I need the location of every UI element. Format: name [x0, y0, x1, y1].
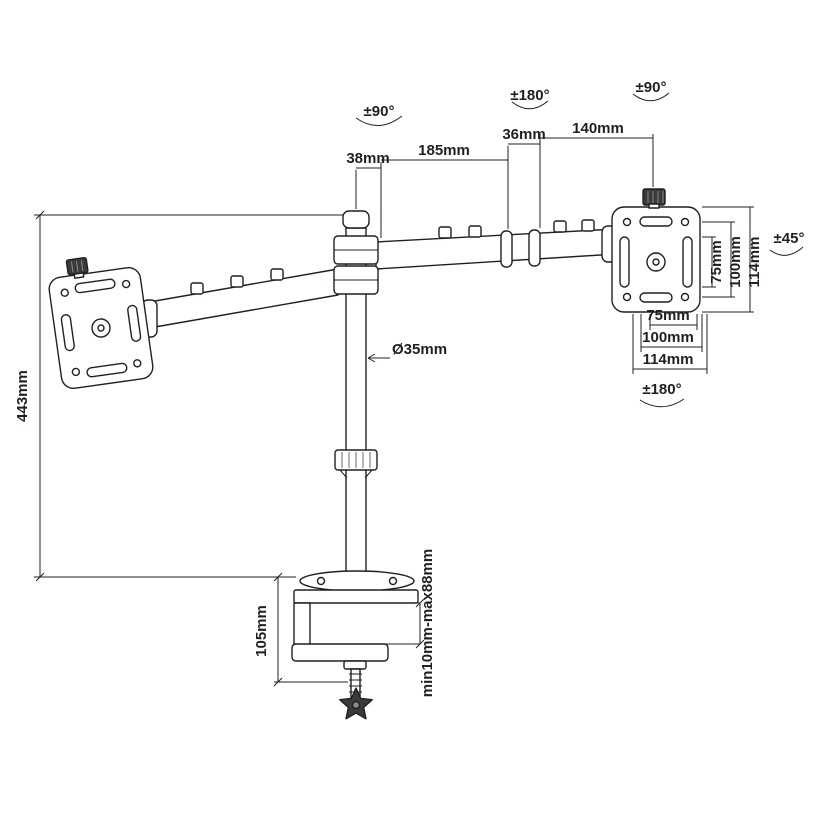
right-arm-cable-clip — [581, 219, 595, 232]
clamp-screw-collar — [343, 660, 367, 670]
dim-443-tick-top — [35, 210, 45, 220]
desk-clamp — [291, 570, 419, 720]
arm-rotation-label: ±180° — [510, 87, 549, 104]
left-arm — [141, 268, 339, 338]
plate-center-hole — [97, 324, 105, 332]
labels: ±90° ±180° ±90° 38mm 185mm 36mm 140mm 44… — [14, 79, 804, 697]
left-arm-cable-clip — [190, 282, 204, 295]
right-arm-cable-clip — [438, 226, 452, 239]
plate-slot-horizontal — [86, 362, 128, 378]
dimension-lines — [34, 92, 804, 687]
disc-bolt — [316, 576, 326, 586]
dim-h114-line — [632, 314, 708, 374]
plate-rotation-arc — [639, 398, 685, 408]
knob-knurl — [647, 191, 664, 203]
dim-443mm-label: 443mm — [14, 370, 31, 422]
plate-slot-vertical — [60, 314, 75, 352]
left-arm-cable-clip — [270, 268, 284, 281]
center-pole — [333, 210, 379, 579]
dim-dia35-leader — [367, 353, 390, 363]
pole-rotation-arc — [355, 115, 403, 126]
dim-v100-line — [702, 221, 735, 298]
dim-v114-line — [702, 206, 754, 313]
right-arm-bar — [375, 228, 617, 270]
plate-corner-hole — [133, 359, 142, 368]
plate-slot-horizontal — [74, 278, 116, 294]
star-knob-center — [351, 700, 361, 710]
pole-rotation-label: ±90° — [364, 103, 395, 120]
arm-rotation-arc — [511, 100, 549, 110]
vesa-h-75-label: 75mm — [646, 307, 689, 324]
plate-center-hole — [652, 258, 660, 266]
plate-slot-horizontal — [639, 292, 673, 303]
dim-36mm-label: 36mm — [502, 126, 545, 143]
hub-collar-lines — [334, 249, 378, 281]
left-vesa-plate — [48, 256, 154, 390]
plate-slot-vertical — [127, 304, 142, 342]
clamp-range-label: min10mm-max88mm — [419, 549, 436, 697]
plate-slot-vertical — [619, 236, 630, 288]
knob-knurl — [70, 260, 84, 273]
knob-stem — [648, 203, 660, 209]
plate-corner-hole — [680, 292, 690, 302]
dim-clamp-range-ticks — [415, 598, 425, 649]
dim-h75-line — [649, 314, 698, 330]
knob-stem — [73, 272, 85, 279]
head-rotation-arc — [632, 92, 670, 102]
plate-corner-hole — [622, 292, 632, 302]
dim-v75-line — [702, 236, 716, 288]
dim-38mm-label: 38mm — [346, 150, 389, 167]
right-arm-joint — [528, 229, 541, 267]
right-arm-cable-clip — [553, 220, 567, 233]
plate-corner-hole — [71, 367, 81, 377]
plate-corner-hole — [622, 217, 632, 227]
left-arm-bar — [154, 268, 339, 328]
clamp-top-jaw — [293, 589, 419, 604]
plate-rotation-label: ±180° — [642, 381, 681, 398]
clamp-back-wall — [293, 602, 311, 649]
vesa-h-100-label: 100mm — [642, 329, 694, 346]
dim-105-tick-bottom — [273, 677, 283, 687]
right-arm — [375, 219, 617, 270]
right-arm-cable-clip — [468, 225, 482, 238]
left-arm-cable-clip — [230, 275, 244, 288]
ring-knurl — [341, 452, 371, 468]
hardware — [48, 188, 701, 720]
head-rotation-label: ±90° — [636, 79, 667, 96]
plate-slot-vertical — [682, 236, 693, 288]
ring-cone — [339, 469, 373, 479]
vesa-v-75-label: 75mm — [708, 240, 725, 283]
dim-185mm-label: 185mm — [418, 142, 470, 159]
head-tilt-arc — [769, 246, 804, 256]
vesa-v-114-label: 114mm — [746, 237, 763, 288]
head-tilt-label: ±45° — [774, 230, 805, 247]
vesa-v-100-label: 100mm — [727, 236, 744, 288]
right-arm-joint — [500, 230, 513, 268]
tension-knob-icon — [642, 188, 666, 206]
pole-diameter-label: Ø35mm — [392, 341, 447, 358]
plate-corner-hole — [121, 279, 131, 289]
screw-threads — [349, 673, 362, 693]
dim-h100-line — [640, 314, 703, 352]
dim-140mm-label: 140mm — [572, 120, 624, 137]
plate-corner-hole — [680, 217, 690, 227]
dim-105mm-label: 105mm — [253, 605, 270, 657]
pole-top-cap — [342, 210, 370, 229]
dim-105-tick-top — [273, 572, 283, 582]
clamp-bottom-jaw — [291, 643, 389, 662]
plate-corner-hole — [60, 288, 69, 297]
dim-443-tick-bottom — [35, 572, 45, 582]
disc-bolt — [388, 576, 398, 586]
vesa-h-114-label: 114mm — [643, 351, 694, 368]
plate-slot-horizontal — [639, 216, 673, 227]
right-vesa-plate — [611, 188, 701, 313]
dim-clamp-range-bracket — [370, 602, 421, 645]
